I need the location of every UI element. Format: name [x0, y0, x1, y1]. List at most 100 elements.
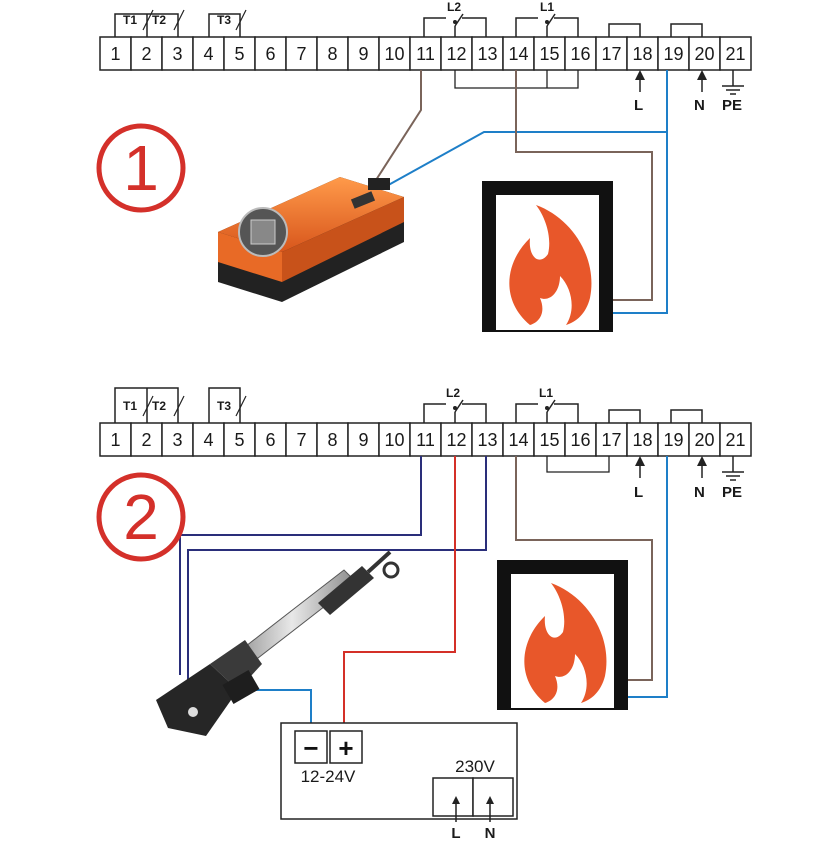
dc-plus-terminal: +: [338, 733, 353, 763]
ground-icon: [722, 70, 744, 95]
terminal-label-5: 5: [234, 430, 244, 450]
terminal-12: [440, 36, 473, 71]
terminal-label-12: 12: [446, 430, 466, 450]
sensor-t2-label: T2: [152, 13, 166, 27]
terminal-label-8: 8: [327, 44, 337, 64]
terminal-label-19: 19: [663, 44, 683, 64]
terminal-label-14: 14: [508, 430, 528, 450]
terminal-label-1: 1: [110, 44, 120, 64]
terminal-label-10: 10: [384, 44, 404, 64]
power-supply-box: − + 12-24V 230V L N: [280, 722, 518, 842]
damper-actuator-icon: [218, 177, 404, 302]
blue-wire-actuator: [382, 70, 668, 189]
dc-voltage-label: 12-24V: [301, 767, 356, 786]
red-wire-12: [343, 456, 456, 730]
terminal-7: [285, 422, 318, 457]
terminal-label-4: 4: [203, 430, 213, 450]
terminal-label-18: 18: [632, 430, 652, 450]
terminal-5: [223, 422, 256, 457]
terminal-18: [626, 36, 659, 71]
terminal-label-4: 4: [203, 44, 213, 64]
terminal-label-18: 18: [632, 44, 652, 64]
terminal-label-17: 17: [601, 430, 621, 450]
terminal-label-13: 13: [477, 44, 497, 64]
navy-wire-11: [179, 456, 422, 675]
terminal-1: [99, 36, 132, 71]
terminal-label-8: 8: [327, 430, 337, 450]
terminal-3: [161, 36, 194, 71]
terminal-17: [595, 422, 628, 457]
sensor-t3-label: T3: [217, 13, 231, 27]
terminal-label-11: 11: [416, 430, 435, 450]
brown-wire-fireplace: [515, 70, 653, 301]
terminal-label-1: 1: [110, 430, 120, 450]
ac-voltage-label: 230V: [455, 757, 495, 776]
supply-l-label: L: [634, 484, 643, 501]
terminal-21: [719, 36, 752, 71]
sensor-t1-label: T1: [123, 399, 137, 413]
terminal-label-5: 5: [234, 44, 244, 64]
terminal-label-6: 6: [265, 430, 275, 450]
terminal-label-21: 21: [725, 430, 745, 450]
sensor-t3-label: T3: [217, 399, 231, 413]
supply-pe-label: PE: [722, 97, 742, 114]
terminal-16: [564, 422, 597, 457]
diagram-1-badge: 1: [96, 123, 186, 213]
fireplace-icon: [497, 560, 628, 710]
terminal-label-21: 21: [725, 44, 745, 64]
relay-l2-label: L2: [447, 0, 461, 14]
terminal-label-13: 13: [477, 430, 497, 450]
terminal-18: [626, 422, 659, 457]
brown-wire-fireplace: [515, 456, 653, 681]
terminal-11: [409, 422, 442, 457]
terminal-label-14: 14: [508, 44, 528, 64]
terminal-10: [378, 422, 411, 457]
svg-text:2: 2: [123, 481, 159, 553]
terminal-label-9: 9: [358, 430, 368, 450]
blue-wire-actuator: [255, 689, 312, 730]
brown-wire-actuator: [375, 70, 422, 181]
ac-l-label: L: [451, 825, 460, 840]
dc-minus-terminal: −: [303, 733, 318, 763]
terminal-13: [471, 422, 504, 457]
terminal-label-3: 3: [172, 44, 182, 64]
terminal-20: [688, 422, 721, 457]
linear-actuator-icon: [156, 550, 400, 736]
terminal-label-17: 17: [601, 44, 621, 64]
sensor-t2-label: T2: [152, 399, 166, 413]
terminal-label-20: 20: [694, 430, 714, 450]
terminal-label-12: 12: [446, 44, 466, 64]
ground-icon: [722, 456, 744, 481]
ac-n-label: N: [485, 825, 496, 840]
terminal-label-19: 19: [663, 430, 683, 450]
terminal-2: [130, 422, 163, 457]
svg-text:1: 1: [123, 132, 159, 204]
relay-l1-label: L1: [540, 0, 554, 14]
terminal-label-6: 6: [265, 44, 275, 64]
supply-n-label: N: [694, 484, 705, 501]
supply-l-label: L: [634, 97, 643, 114]
navy-wire-13: [187, 456, 487, 680]
supply-pe-label: PE: [722, 484, 742, 501]
terminal-19: [657, 36, 690, 71]
terminal-label-15: 15: [539, 430, 559, 450]
relay-l2-label: L2: [446, 386, 460, 400]
terminal-label-9: 9: [358, 44, 368, 64]
terminal-label-2: 2: [141, 44, 151, 64]
terminal-label-11: 11: [416, 44, 435, 64]
terminal-4: [192, 36, 225, 71]
terminal-6: [254, 36, 287, 71]
blue-wire-fireplace: [610, 132, 668, 314]
terminal-label-10: 10: [384, 430, 404, 450]
terminal-label-2: 2: [141, 430, 151, 450]
diagram-2-badge: 2: [96, 472, 186, 562]
terminal-label-7: 7: [296, 44, 306, 64]
sensor-t1-label: T1: [123, 13, 137, 27]
terminal-label-20: 20: [694, 44, 714, 64]
terminal-label-16: 16: [570, 430, 590, 450]
terminal-21: [719, 422, 752, 457]
